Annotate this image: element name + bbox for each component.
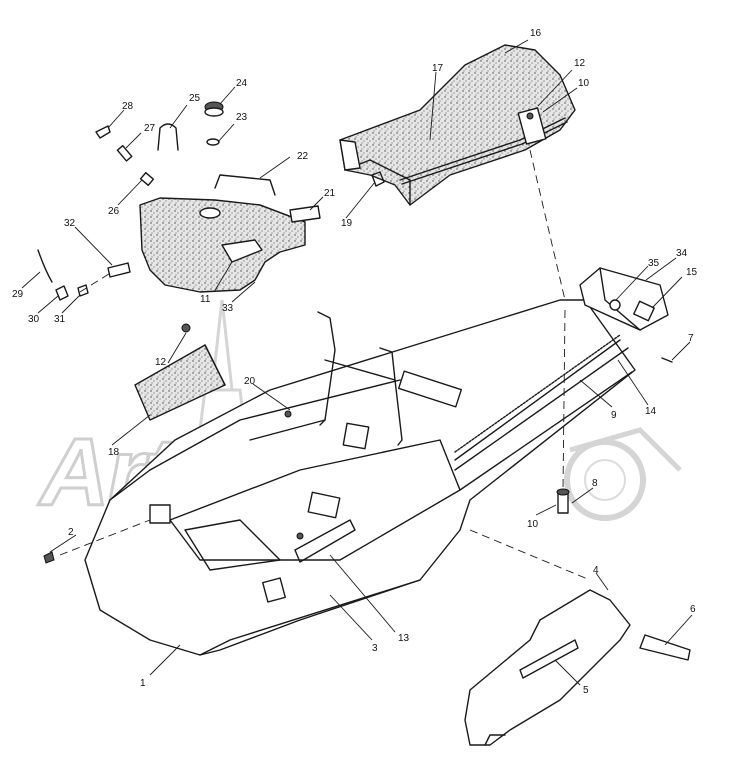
callout-18: 18 — [108, 447, 120, 458]
callout-16: 16 — [530, 28, 542, 39]
bolt-12 — [181, 323, 191, 333]
callout-19: 19 — [341, 218, 353, 229]
callout-24: 24 — [236, 78, 248, 89]
callout-10-upper: 10 — [578, 78, 590, 89]
callout-5: 5 — [583, 685, 589, 696]
watermark-motorcycle-icon — [564, 427, 682, 521]
callout-3: 3 — [372, 643, 378, 654]
seat-front-bracket — [339, 139, 361, 171]
chassis — [43, 267, 673, 656]
callout-10-lower: 10 — [527, 519, 539, 530]
running-board — [464, 589, 691, 746]
rivet — [43, 551, 55, 564]
seat-seam — [399, 117, 566, 181]
vent-hose — [157, 123, 179, 151]
callout-31: 31 — [54, 314, 66, 325]
bracket-bushing — [609, 299, 621, 311]
callout-23: 23 — [236, 112, 248, 123]
callout-26: 26 — [108, 206, 120, 217]
callout-35: 35 — [648, 258, 660, 269]
callout-13: 13 — [398, 633, 410, 644]
callout-2: 2 — [68, 527, 74, 538]
tank-filler-neck — [199, 207, 221, 219]
fuel-tank-handle — [221, 239, 263, 263]
chassis-bracket — [397, 370, 463, 408]
vent-check-valve — [95, 125, 111, 139]
bumper-bracket — [633, 300, 655, 322]
foot-guard-bracket — [639, 634, 691, 661]
callout-12-upper: 12 — [574, 58, 586, 69]
callout-7: 7 — [688, 333, 694, 344]
callout-11: 11 — [200, 294, 211, 305]
front-mount — [149, 504, 171, 524]
leader-lines — [21, 39, 693, 686]
callout-22: 22 — [297, 151, 309, 162]
fuel-fitting — [139, 172, 155, 186]
callout-17: 17 — [432, 63, 444, 74]
callout-14: 14 — [645, 406, 657, 417]
callout-15: 15 — [686, 267, 698, 278]
foot-guard-slot — [519, 639, 579, 679]
callout-30: 30 — [28, 314, 40, 325]
callout-21: 21 — [324, 188, 336, 199]
steering-post-left — [317, 311, 336, 426]
callout-4: 4 — [593, 565, 599, 576]
callout-25: 25 — [189, 93, 201, 104]
callout-29: 29 — [12, 289, 24, 300]
callout-20: 20 — [244, 376, 256, 387]
foot-guard — [464, 589, 631, 746]
cap-gasket — [206, 138, 220, 146]
seat-assembly — [339, 44, 576, 206]
vent-tube — [116, 145, 133, 162]
cross-bar — [294, 519, 356, 563]
seat-bolt — [526, 112, 534, 120]
fuel-hose — [37, 249, 53, 283]
callouts: 1 2 3 4 5 6 7 8 9 10 10 11 12 12 13 14 1… — [12, 28, 698, 696]
hinge-spring — [454, 334, 621, 453]
tank-strap — [289, 205, 321, 223]
fuel-tank-assembly — [37, 101, 321, 301]
callout-28: 28 — [122, 101, 134, 112]
callout-12-lower: 12 — [155, 357, 167, 368]
callout-8: 8 — [592, 478, 598, 489]
seat-rear-bracket — [517, 107, 547, 145]
panel-18 — [134, 344, 226, 421]
belly-pan — [84, 299, 636, 656]
side-panel — [134, 344, 226, 421]
seat-cushion — [339, 44, 576, 206]
hose-clamp — [55, 285, 69, 301]
callout-6: 6 — [690, 604, 696, 615]
callout-1: 1 — [140, 678, 146, 689]
callout-27: 27 — [144, 123, 156, 134]
callout-9: 9 — [611, 410, 617, 421]
callout-32: 32 — [64, 218, 76, 229]
outlet-fitting — [107, 262, 131, 278]
fuel-line — [214, 174, 276, 196]
callout-34: 34 — [676, 248, 688, 259]
seat-bolt-lower — [557, 492, 569, 514]
callout-33: 33 — [222, 303, 234, 314]
alignment-lines — [59, 149, 591, 581]
